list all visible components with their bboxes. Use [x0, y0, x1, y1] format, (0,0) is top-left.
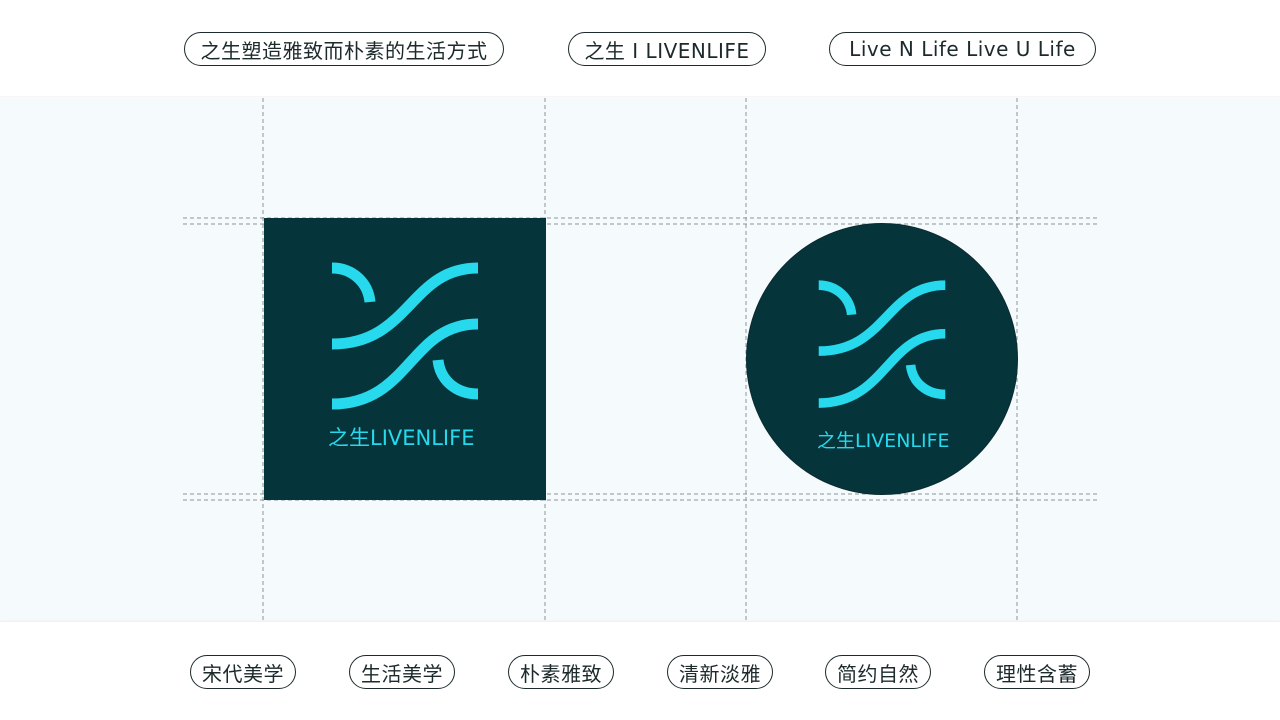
tag-simple-elegant: 朴素雅致 [508, 655, 614, 689]
tag-rational-reserved: 理性含蓄 [984, 655, 1090, 689]
footer-band: 宋代美学 生活美学 朴素雅致 清新淡雅 简约自然 理性含蓄 [0, 622, 1280, 720]
logo-circle-version: 之生LIVENLIFE [747, 224, 1017, 494]
tag-slogan: 之生塑造雅致而朴素的生活方式 [184, 32, 504, 66]
wave-mark-icon [331, 262, 479, 410]
wave-mark-icon [818, 280, 946, 408]
tag-brand-name: 之生 I LIVENLIFE [568, 32, 766, 66]
tag-life-aesthetics: 生活美学 [349, 655, 455, 689]
logo-grid-area [0, 97, 1280, 622]
tag-song-aesthetics: 宋代美学 [190, 655, 296, 689]
logo-wordmark: 之生LIVENLIFE [328, 426, 475, 450]
tag-minimal-natural: 简约自然 [825, 655, 931, 689]
logo-wordmark: 之生LIVENLIFE [817, 430, 950, 452]
header-band: 之生塑造雅致而朴素的生活方式 之生 I LIVENLIFE Live N Lif… [0, 0, 1280, 96]
logo-square-version: 之生LIVENLIFE [264, 218, 546, 500]
tag-tagline: Live N Life Live U Life [829, 32, 1096, 66]
tag-fresh-refined: 清新淡雅 [667, 655, 773, 689]
